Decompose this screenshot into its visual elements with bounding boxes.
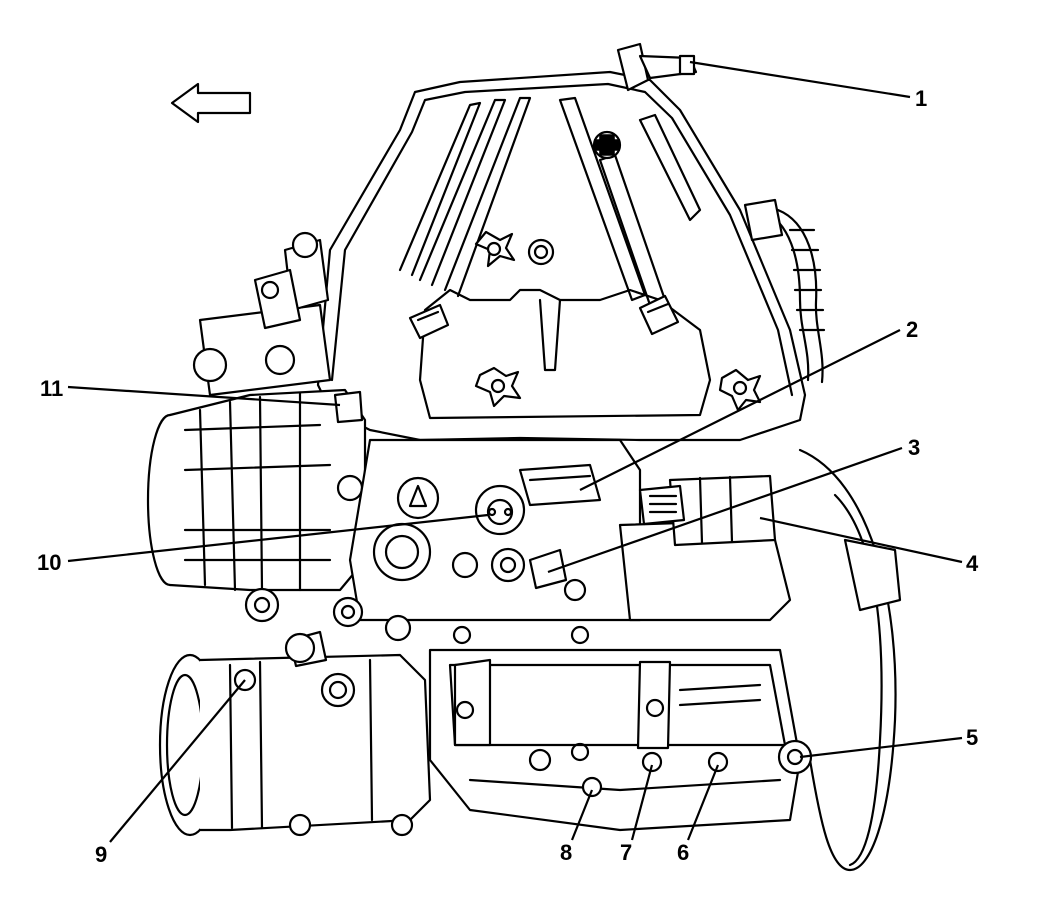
callout-4: 4: [966, 551, 979, 576]
starter-motor: [618, 474, 792, 622]
oil-pan: [428, 648, 813, 832]
injector-connector-right: [638, 294, 680, 336]
leader-10: [67, 513, 489, 563]
leader-9: [109, 679, 246, 843]
flywheel-housing: [798, 448, 902, 872]
manifold-fastener-lower-right: [718, 368, 762, 412]
sensor-connector-top: [616, 42, 698, 92]
callout-11: 11: [40, 376, 63, 401]
callout-8: 8: [560, 840, 572, 865]
leader-5: [799, 736, 963, 759]
manifold-fastener-lower-left: [474, 366, 522, 408]
leader-1: [689, 60, 911, 99]
manifold-fastener-top-right: [592, 130, 622, 160]
leader-8: [570, 789, 594, 841]
leader-7: [630, 764, 654, 841]
leader-6: [686, 764, 720, 841]
manifold-fastener-center: [474, 230, 555, 268]
upper-left-components: [192, 231, 332, 397]
callout-10: 10: [37, 550, 61, 575]
callout-9: 9: [95, 842, 107, 867]
leader-4: [759, 516, 963, 564]
callout-1: 1: [915, 86, 927, 111]
callout-7: 7: [620, 840, 632, 865]
callout-2: 2: [906, 317, 918, 342]
callout-labels: 1 2 3 4 5 6 7 8 9 10 11: [37, 86, 979, 867]
alternator: [146, 388, 367, 623]
intake-manifold: [316, 70, 807, 442]
leader-2: [579, 329, 901, 491]
callout-6: 6: [677, 840, 689, 865]
leader-11: [67, 385, 341, 407]
leader-lines: [67, 60, 963, 843]
ac-compressor: [158, 630, 432, 837]
wiring-harness-right: [743, 198, 826, 384]
center-sensors: [348, 438, 642, 622]
arrow-left-icon: [170, 82, 252, 124]
leader-3: [547, 446, 903, 574]
injector-connector-left: [408, 303, 450, 340]
callout-5: 5: [966, 725, 978, 750]
mid-left-brackets: [284, 596, 590, 664]
callout-3: 3: [908, 435, 920, 460]
